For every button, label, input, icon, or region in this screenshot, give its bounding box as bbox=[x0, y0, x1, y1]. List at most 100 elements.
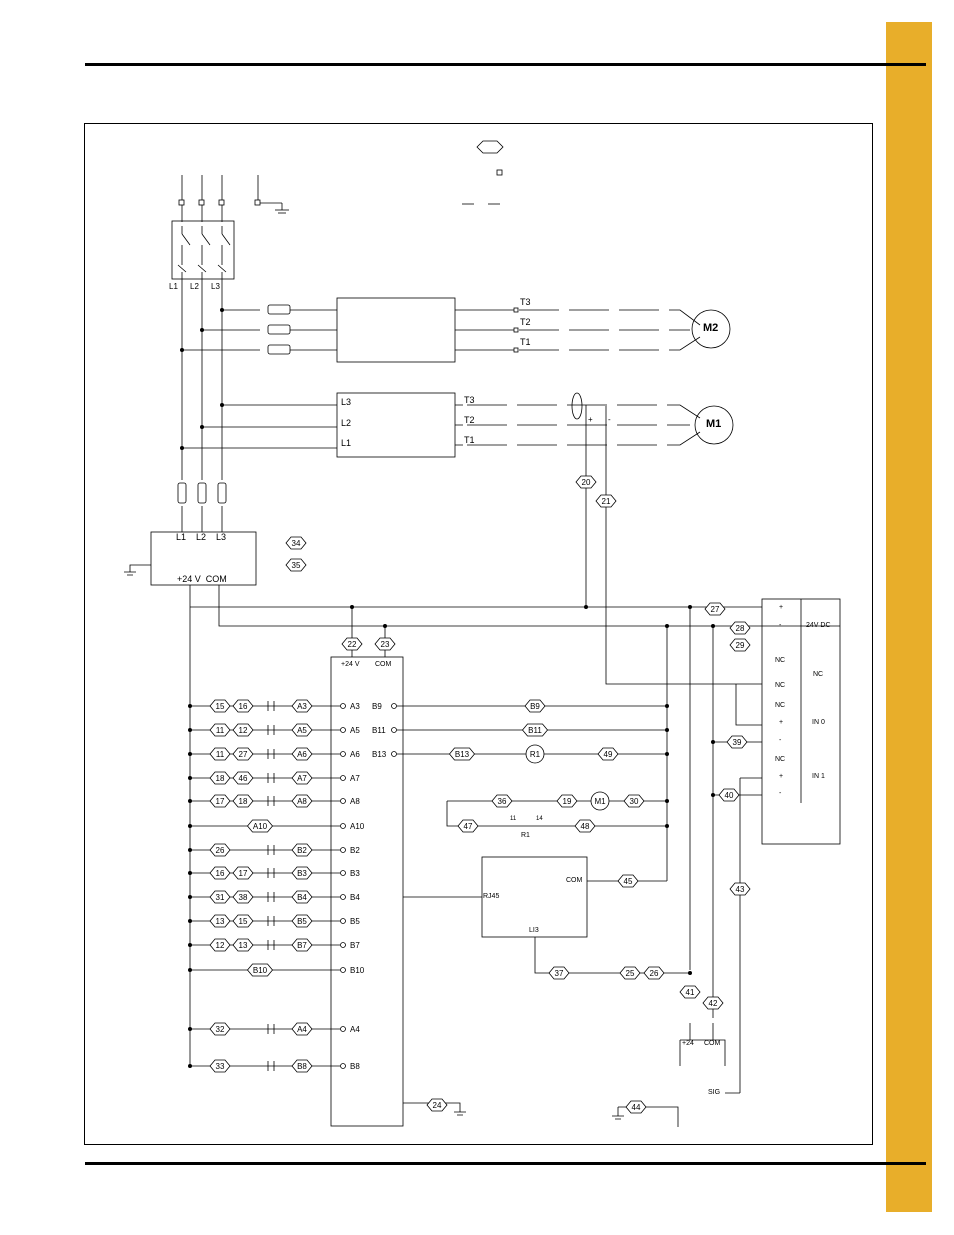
rung-b3-wire-17-text: 17 bbox=[239, 869, 248, 878]
wire-37: 37 bbox=[548, 966, 570, 980]
plc-box bbox=[330, 656, 404, 1127]
wire-40-text: 40 bbox=[725, 791, 734, 800]
rung-b3-wire-17: 17 bbox=[232, 866, 254, 880]
io-row-plus-3: + bbox=[779, 773, 784, 780]
rung-b2-wire-26-text: 26 bbox=[216, 846, 225, 855]
rung-b4-wire-38-text: 38 bbox=[239, 893, 248, 902]
wire-36: 36 bbox=[491, 794, 513, 808]
disconnect-l1-label: L1 bbox=[169, 282, 178, 291]
wire-35: 35 bbox=[285, 558, 307, 572]
wire-28-text: 28 bbox=[736, 624, 745, 633]
rung-a3-wire-15: 15 bbox=[209, 699, 231, 713]
rung-a5-wire-11-text: 11 bbox=[216, 726, 225, 735]
wire-27: 27 bbox=[704, 602, 726, 616]
wire-21-text: 21 bbox=[602, 497, 611, 506]
rung-b7-wire-12: 12 bbox=[209, 938, 231, 952]
rung-b5-wire-13: 13 bbox=[209, 914, 231, 928]
rung-a8-wire-18: 18 bbox=[232, 794, 254, 808]
wire-b10-text: B10 bbox=[253, 966, 268, 975]
rung-b3-wire-16: 16 bbox=[209, 866, 231, 880]
starter-l3-label: L3 bbox=[341, 397, 352, 407]
rung-b4-wire-31-text: 31 bbox=[216, 893, 225, 902]
power-supply-box bbox=[150, 531, 257, 586]
starter-t3-label: T3 bbox=[464, 395, 475, 405]
wire-b13: B13 bbox=[448, 747, 476, 761]
rung-b8-wire-33-text: 33 bbox=[216, 1062, 225, 1071]
plc-input-a3: A3 bbox=[350, 702, 360, 711]
wire-41: 41 bbox=[679, 985, 701, 999]
plc-input-b7: B7 bbox=[350, 941, 360, 950]
wire-30-text: 30 bbox=[630, 797, 639, 806]
wire-29-text: 29 bbox=[736, 641, 745, 650]
motor-m1-coil: M1 bbox=[590, 791, 610, 811]
rung-b7-tag-text: B7 bbox=[297, 941, 307, 950]
wire-49: 49 bbox=[597, 747, 619, 761]
rung-a5-wire-11: 11 bbox=[209, 723, 231, 737]
io-group-nc: NC bbox=[813, 671, 824, 678]
wire-21: 21 bbox=[595, 494, 617, 508]
plc-input-b5: B5 bbox=[350, 917, 360, 926]
wire-b10: B10 bbox=[246, 963, 274, 977]
plc-com-label: COM bbox=[375, 661, 392, 668]
rung-a6-wire-11: 11 bbox=[209, 747, 231, 761]
io-row-minus-1: - bbox=[779, 622, 782, 629]
display-li-label: LI3 bbox=[529, 927, 539, 934]
plc-output-b11: B11 bbox=[372, 726, 386, 735]
plc-input-b4: B4 bbox=[350, 893, 360, 902]
relay-name: R1 bbox=[521, 832, 530, 839]
wire-a10-text: A10 bbox=[253, 822, 268, 831]
rung-a3-tag-text: A3 bbox=[297, 702, 307, 711]
rung-b7-tag: B7 bbox=[291, 938, 313, 952]
wire-25-text: 25 bbox=[626, 969, 635, 978]
wire-25: 25 bbox=[619, 966, 641, 980]
rung-a6-tag-text: A6 bbox=[297, 750, 307, 759]
io-group-in0: IN 0 bbox=[812, 719, 825, 726]
plc-input-a6: A6 bbox=[350, 750, 360, 759]
rung-b5-tag-text: B5 bbox=[297, 917, 307, 926]
header-rule bbox=[85, 63, 926, 66]
rung-a7-wire-46: 46 bbox=[232, 771, 254, 785]
wire-b13-text: B13 bbox=[455, 750, 470, 759]
rung-b8-tag-text: B8 bbox=[297, 1062, 307, 1071]
wire-24-text: 24 bbox=[433, 1101, 442, 1110]
rung-a3-tag: A3 bbox=[291, 699, 313, 713]
rung-a6-wire-27-text: 27 bbox=[239, 750, 248, 759]
wire-42: 42 bbox=[702, 996, 724, 1010]
wire-b9: B9 bbox=[524, 699, 546, 713]
relay-r1-coil-text: R1 bbox=[530, 750, 541, 759]
psu-output-label: +24 V COM bbox=[177, 574, 227, 584]
plc-input-b10: B10 bbox=[350, 966, 365, 975]
wire-44: 44 bbox=[625, 1100, 647, 1114]
io-row-nc-2: NC bbox=[775, 682, 786, 689]
rung-b4-tag-text: B4 bbox=[297, 893, 307, 902]
plc-output-b13: B13 bbox=[372, 750, 387, 759]
rung-b2-tag-text: B2 bbox=[297, 846, 307, 855]
legend-wire-number-icon bbox=[476, 140, 504, 154]
io-row-nc-1: NC bbox=[775, 657, 786, 664]
wire-20-text: 20 bbox=[582, 478, 591, 487]
rung-a7-tag-text: A7 bbox=[297, 774, 307, 783]
relay-r1-coil: R1 bbox=[525, 744, 545, 764]
io-group-in1: IN 1 bbox=[812, 773, 825, 780]
motor-m2-label: M2 bbox=[703, 322, 719, 334]
wire-24: 24 bbox=[426, 1098, 448, 1112]
rung-b2-wire-26: 26 bbox=[209, 843, 231, 857]
wire-42-text: 42 bbox=[709, 999, 718, 1008]
plc-output-b9: B9 bbox=[372, 702, 382, 711]
rung-a5-wire-12: 12 bbox=[232, 723, 254, 737]
rung-b4-tag: B4 bbox=[291, 890, 313, 904]
wire-41-text: 41 bbox=[686, 988, 695, 997]
rung-b2: 26 B2 bbox=[190, 843, 340, 857]
wire-45: 45 bbox=[617, 874, 639, 888]
plc-input-b3: B3 bbox=[350, 869, 360, 878]
rung-a6: 11 27 A6 bbox=[190, 747, 340, 761]
plc-plus-label: +24 V bbox=[341, 661, 360, 668]
wire-49-text: 49 bbox=[604, 750, 613, 759]
wire-44-text: 44 bbox=[632, 1103, 641, 1112]
motor-m1-icon bbox=[694, 405, 734, 445]
io-group-24vdc: 24V DC bbox=[806, 622, 831, 629]
wire-47-text: 47 bbox=[464, 822, 473, 831]
